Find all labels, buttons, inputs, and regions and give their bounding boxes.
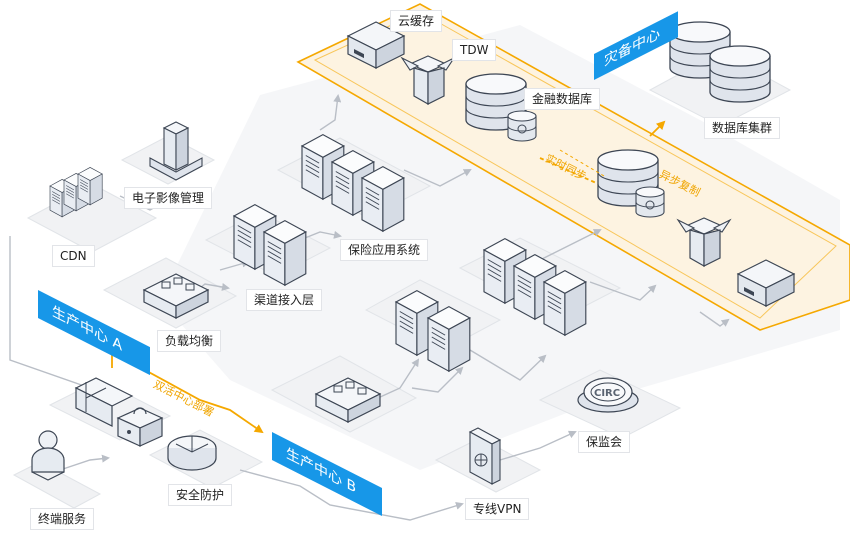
terminal-label: 终端服务 bbox=[30, 508, 95, 530]
tdw-label: TDW bbox=[452, 39, 497, 61]
security-label: 安全防护 bbox=[168, 484, 233, 506]
circ-logo: CIRC bbox=[594, 388, 620, 399]
circ-label: 保监会 bbox=[578, 431, 631, 453]
cdn-label: CDN bbox=[52, 245, 95, 267]
channel-label: 渠道接入层 bbox=[246, 289, 323, 311]
load-balance-label: 负载均衡 bbox=[157, 330, 222, 352]
insurance-label: 保险应用系统 bbox=[340, 239, 429, 261]
cache-label: 云缓存 bbox=[390, 10, 443, 32]
db-cluster-label: 数据库集群 bbox=[704, 117, 781, 139]
vpn-label: 专线VPN bbox=[465, 498, 530, 520]
image-mgmt-label: 电子影像管理 bbox=[124, 187, 213, 209]
fin-db-label: 金融数据库 bbox=[524, 88, 601, 110]
